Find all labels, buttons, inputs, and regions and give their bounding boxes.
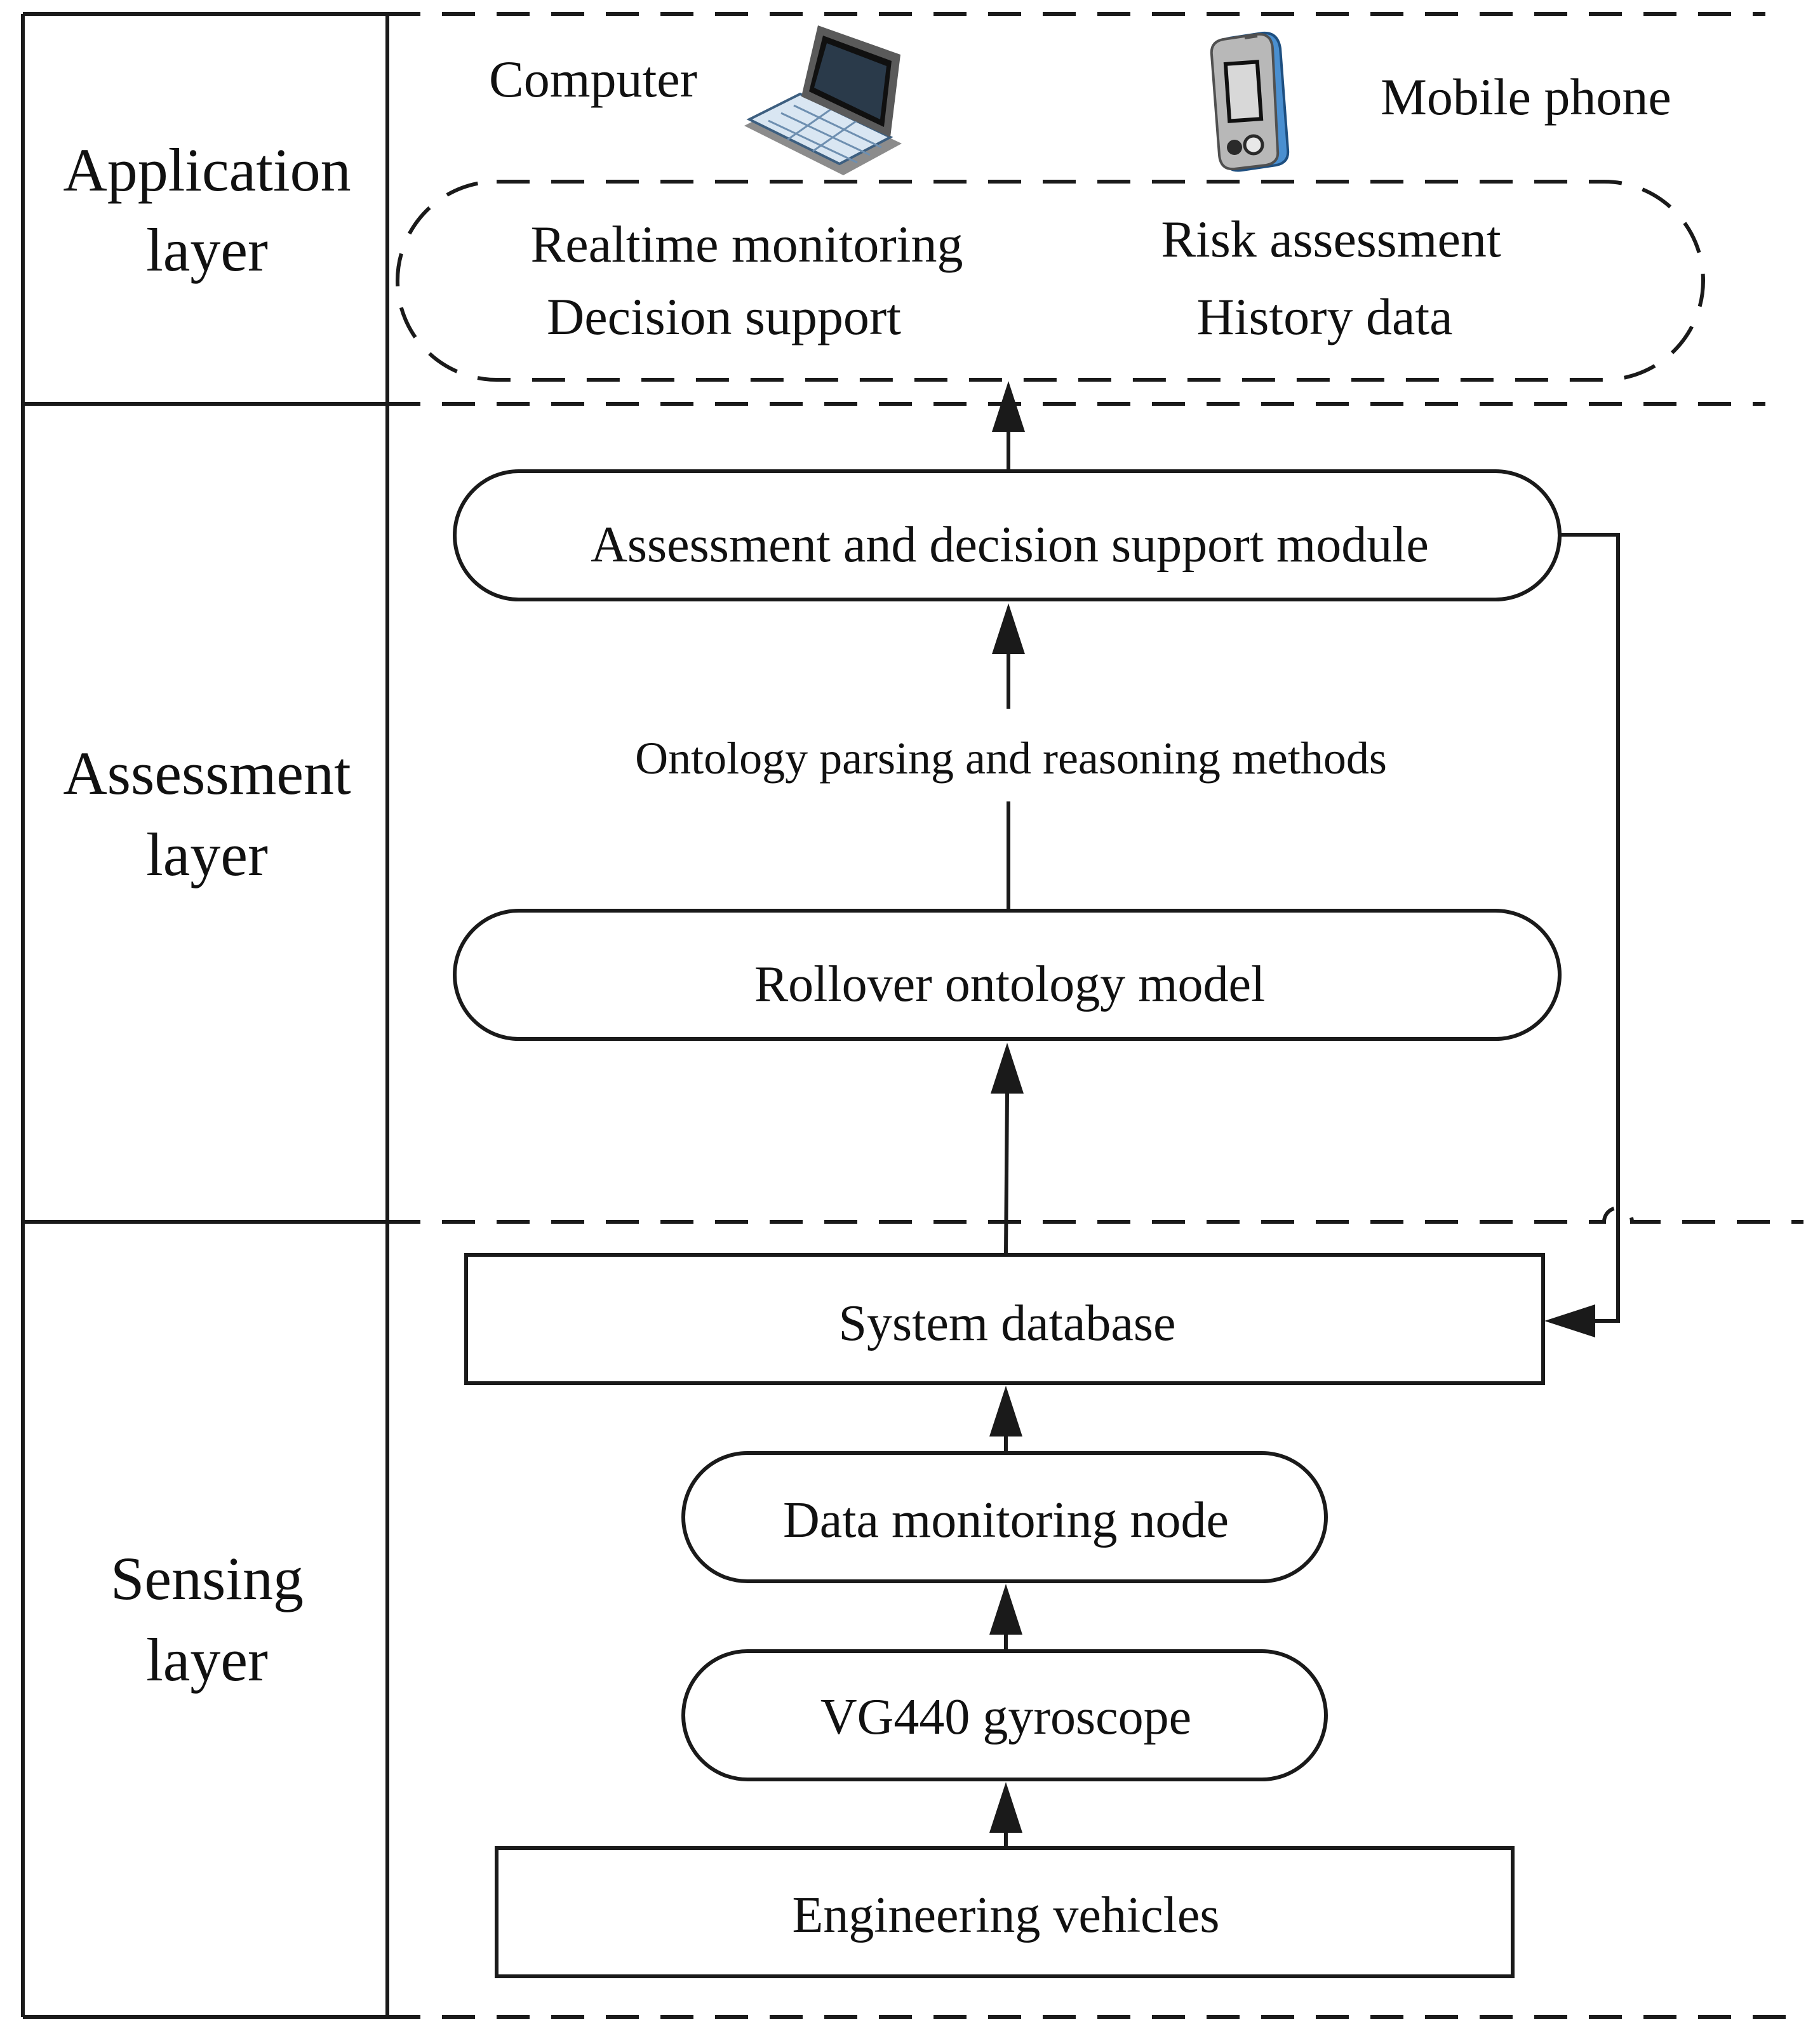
arrow-database-to-model bbox=[991, 1043, 1024, 1254]
arrow-reasoning-to-module bbox=[992, 603, 1025, 709]
gyroscope-box bbox=[681, 1649, 1328, 1781]
arrow-node-to-database bbox=[989, 1386, 1022, 1453]
system-database-label: System database bbox=[839, 1296, 1176, 1351]
mobile-phone-label: Mobile phone bbox=[1381, 68, 1671, 126]
reasoning-methods-label: Ontology parsing and reasoning methods bbox=[635, 733, 1387, 784]
history-data-label: History data bbox=[1196, 288, 1452, 345]
system-database-box bbox=[464, 1253, 1545, 1385]
assessment-module-label: Assessment and decision support module bbox=[591, 517, 1429, 573]
application-layer-label: Application layer bbox=[63, 136, 351, 284]
arrow-module-to-applications bbox=[992, 381, 1025, 471]
ontology-model-label: Rollover ontology model bbox=[754, 956, 1265, 1012]
risk-assessment-label: Risk assessment bbox=[1161, 210, 1501, 268]
applications-group bbox=[396, 180, 1705, 382]
assessment-sensing-boundary bbox=[387, 1206, 1803, 1224]
monitoring-node-label: Data monitoring node bbox=[783, 1492, 1229, 1548]
arrow-vehicles-to-gyroscope bbox=[989, 1782, 1022, 1848]
svg-text:Sensing: Sensing bbox=[110, 1544, 304, 1612]
layer-column-frame bbox=[21, 12, 389, 2019]
realtime-monitoring-label: Realtime monitoring bbox=[531, 215, 963, 273]
svg-text:Application: Application bbox=[63, 136, 351, 204]
decision-support-label: Decision support bbox=[547, 288, 901, 345]
monitoring-node-box bbox=[681, 1451, 1328, 1583]
gyroscope-label: VG440 gyroscope bbox=[820, 1689, 1191, 1745]
ontology-model-box bbox=[453, 909, 1562, 1041]
svg-text:layer: layer bbox=[146, 216, 268, 284]
svg-text:layer: layer bbox=[146, 1626, 268, 1694]
computer-label: Computer bbox=[489, 50, 697, 108]
engineering-vehicles-label: Engineering vehicles bbox=[792, 1887, 1219, 1943]
svg-text:layer: layer bbox=[146, 820, 268, 888]
mobile-phone-icon bbox=[1210, 31, 1290, 172]
arrow-module-to-database bbox=[1544, 533, 1620, 1337]
svg-text:Assessment: Assessment bbox=[63, 739, 351, 807]
engineering-vehicles-box bbox=[495, 1846, 1515, 1978]
assessment-layer-label: Assessment layer bbox=[63, 739, 351, 888]
laptop-icon bbox=[744, 25, 902, 175]
arrow-gyroscope-to-node bbox=[989, 1584, 1022, 1651]
layer-boundaries bbox=[387, 12, 1803, 2019]
sensing-layer-label: Sensing layer bbox=[110, 1544, 304, 1694]
